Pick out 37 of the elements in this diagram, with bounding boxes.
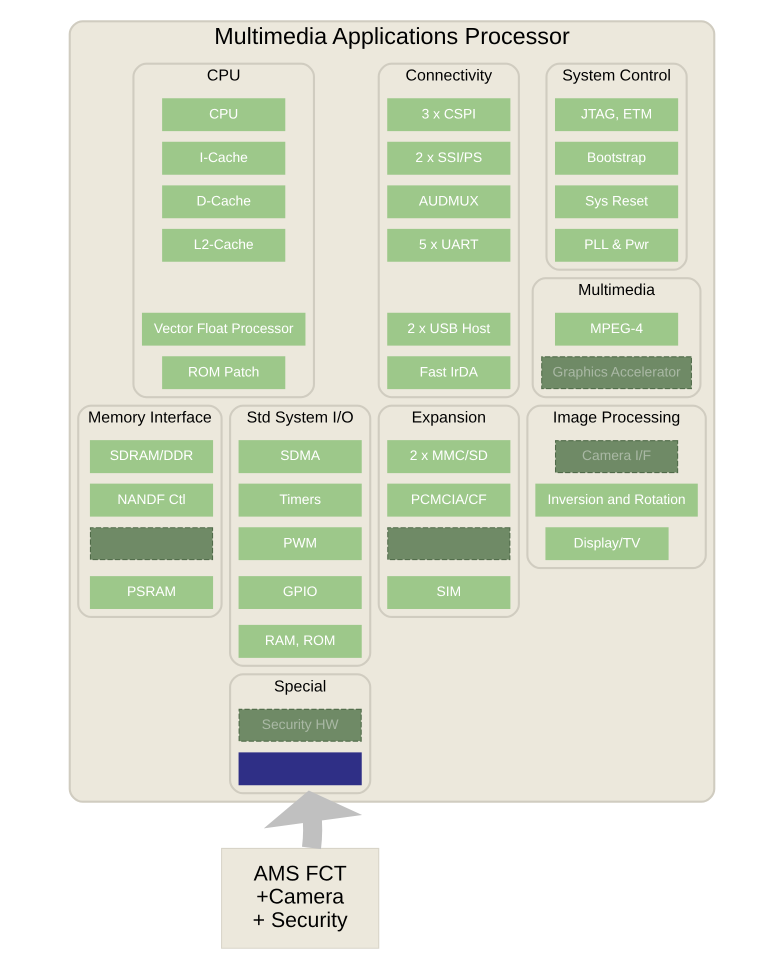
node-box: 5 x UART — [387, 228, 510, 262]
node-box: NANDF Ctl — [90, 484, 214, 517]
node-box: Vector Float Processor — [142, 312, 306, 346]
node-box: AMS FCT +Camera + Security — [221, 848, 380, 949]
node-box: 3 x CSPI — [387, 98, 510, 132]
node-box: ROM Patch — [162, 356, 286, 390]
node-box: PSRAM — [90, 576, 214, 609]
node-box: 2 x MMC/SD — [387, 440, 510, 474]
node-box: Graphics Accelerator — [541, 356, 692, 390]
node-box: I-Cache — [162, 142, 286, 175]
node-box: SDMA — [238, 440, 362, 474]
node-box: Inversion and Rotation — [535, 484, 698, 517]
node-box: JTAG, ETM — [555, 98, 678, 132]
node-box: Timers — [238, 484, 362, 517]
node-box: L2-Cache — [162, 228, 286, 262]
node-box — [387, 527, 510, 560]
node-box — [90, 527, 214, 560]
node-box: MPEG-4 — [555, 312, 678, 346]
node-box — [238, 752, 362, 786]
node-box: SDRAM/DDR — [90, 440, 214, 474]
node-box: CPU — [162, 98, 286, 132]
node-box: Display/TV — [545, 527, 669, 560]
node-box: Fast IrDA — [387, 356, 510, 390]
node-box: 2 x SSI/PS — [387, 142, 510, 175]
node-box: Sys Reset — [555, 185, 678, 218]
node-box: GPIO — [238, 576, 362, 609]
node-box: PLL & Pwr — [555, 228, 678, 262]
node-box: D-Cache — [162, 185, 286, 218]
node-box: Security HW — [238, 708, 362, 742]
node-box: PCMCIA/CF — [387, 484, 510, 517]
node-box: SIM — [387, 576, 510, 609]
node-box: PWM — [238, 527, 362, 560]
node-box: 2 x USB Host — [387, 312, 510, 346]
node-box: Bootstrap — [555, 142, 678, 175]
node-box: RAM, ROM — [238, 624, 362, 658]
node-box: AUDMUX — [387, 185, 510, 218]
node-box: Camera I/F — [555, 440, 678, 474]
